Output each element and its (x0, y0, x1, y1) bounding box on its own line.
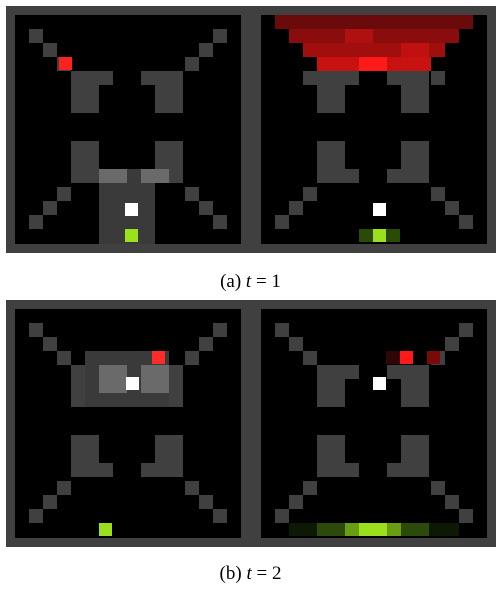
goal-marker (99, 523, 112, 536)
center-blocks-right (317, 71, 429, 183)
red-marker (59, 57, 72, 70)
agent-marker (373, 203, 386, 216)
caption-a-value: = 1 (251, 271, 281, 292)
grid-figure-a (15, 15, 487, 244)
agent-marker (125, 203, 138, 216)
view-cell (99, 169, 127, 183)
view-cell (141, 365, 169, 393)
goal-marker (125, 229, 138, 242)
caption-a: (a) t = 1 (0, 271, 501, 293)
diagonal-walls-right (275, 323, 473, 523)
red-heatmap-right (386, 351, 440, 364)
caption-b-value: = 2 (251, 563, 282, 584)
caption-b: (b) t = 2 (0, 563, 501, 585)
panel-b (6, 300, 496, 547)
green-heatmap-right (359, 229, 400, 242)
caption-a-prefix: (a) (220, 271, 246, 292)
view-cell (141, 169, 169, 183)
view-cell (99, 365, 127, 393)
grid-figure-b (15, 309, 487, 538)
caption-a-var: t (245, 271, 252, 292)
red-marker (152, 351, 165, 364)
green-heatmap-right (289, 523, 459, 536)
panel-a (6, 6, 496, 253)
diagonal-walls-right (275, 71, 473, 229)
red-heatmap-right (275, 15, 473, 71)
agent-marker (373, 377, 386, 390)
agent-marker (126, 377, 139, 390)
caption-b-var: t (246, 563, 252, 584)
diagonal-walls-left (29, 323, 227, 523)
caption-b-prefix: (b) (219, 563, 247, 584)
center-blocks-right (317, 365, 429, 477)
diagonal-walls-left (29, 29, 227, 229)
